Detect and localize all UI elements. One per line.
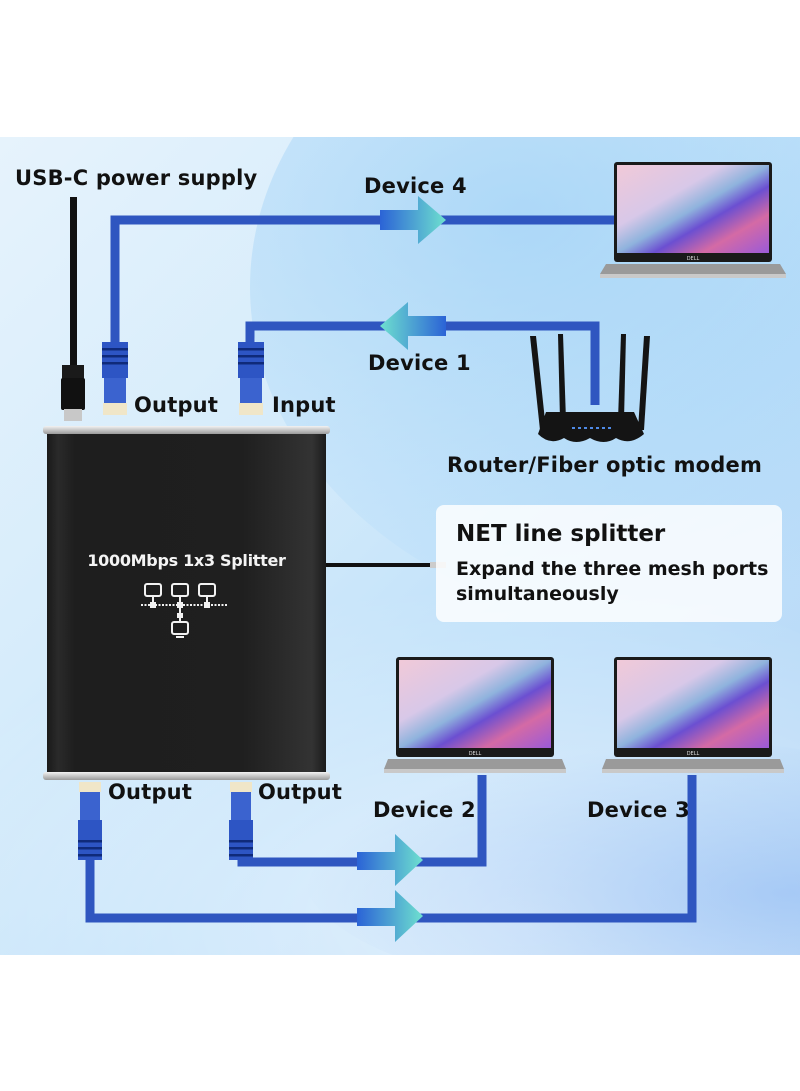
rj45-plug-output-bottom-right	[229, 782, 253, 860]
usb-c-cable	[61, 197, 85, 421]
dell-logo: DELL	[687, 256, 700, 262]
device2-label: Device 2	[373, 798, 476, 822]
network-topology-icon	[141, 583, 227, 638]
splitter-title: 1000Mbps 1x3 Splitter	[87, 551, 286, 570]
router-device	[530, 334, 650, 442]
arrow-right-device2	[357, 834, 423, 886]
arrow-right-device4	[380, 196, 446, 244]
device4-label: Device 4	[364, 174, 467, 198]
laptop-device2: DELL	[384, 657, 566, 773]
rj45-plug-output-bottom-left	[78, 782, 102, 860]
device3-label: Device 3	[587, 798, 690, 822]
callout-title: NET line splitter	[456, 521, 666, 547]
network-splitter-device: 1000Mbps 1x3 Splitter	[43, 426, 330, 780]
device1-label: Device 1	[368, 351, 471, 375]
output-bottom-right-label: Output	[258, 780, 343, 804]
output-bottom-left-label: Output	[108, 780, 193, 804]
rj45-plug-output-top	[102, 342, 128, 415]
callout-box: NET line splitter Expand the three mesh …	[436, 505, 782, 622]
laptop-device4: DELL	[600, 162, 786, 278]
dell-logo: DELL	[687, 751, 700, 757]
callout-connector	[316, 562, 446, 568]
dell-logo: DELL	[469, 751, 482, 757]
router-label: Router/Fiber optic modem	[447, 453, 763, 477]
arrow-left-device1	[380, 302, 446, 350]
rj45-plug-input-top	[238, 342, 264, 415]
cable-device4	[110, 215, 620, 345]
usb-c-power-label: USB-C power supply	[15, 166, 258, 190]
callout-description: Expand the three mesh ports simultaneous…	[456, 558, 769, 605]
output-top-label: Output	[134, 393, 219, 417]
arrow-right-device3	[357, 890, 423, 942]
laptop-device3: DELL	[602, 657, 784, 773]
input-top-label: Input	[272, 393, 336, 417]
